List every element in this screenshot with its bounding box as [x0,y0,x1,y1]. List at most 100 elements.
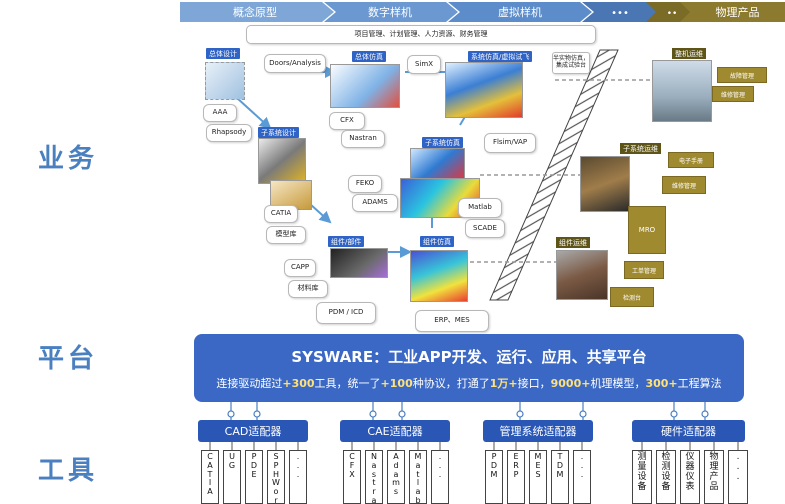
component-sim-image [410,250,468,302]
tool-char: P [513,469,519,479]
landing-gear-image [258,138,306,184]
aircraft-photo [652,60,712,122]
tool-hw-0: 测量设备 [632,450,652,504]
tool-char: r [274,495,278,504]
tool-char: s [371,469,377,479]
tool-cae-4: ... [431,450,449,504]
chevron-physical [680,2,785,22]
tool-char: M [490,469,498,479]
tool-char: E [513,452,519,461]
tool-char: P [273,460,279,470]
tool-char: 仪 [685,452,695,462]
tool-char: P [491,452,497,461]
tool-cae-1: Nastran [365,450,383,504]
tool-cad-3: SPHWorks [267,450,285,504]
tool-char: T [207,469,213,479]
ops-workorder: 工单管理 [624,261,664,279]
tool-char: 物 [709,452,719,462]
tool-char: A [207,487,213,497]
chevron-concept [180,2,334,22]
tag-sys-sim: 系统仿真/虚拟试飞 [468,51,533,62]
tool-char: R [513,460,519,470]
tool-char: d [393,460,399,470]
stage-digital: 数字样机 [368,5,412,19]
box-erp-mes: ERP、MES [415,310,489,332]
box-doors: Doors/Analysis [264,54,326,73]
tool-mgmt-4: ... [573,450,591,504]
tool-char: 器 [685,461,695,472]
box-semi-physical: 半实物仿真，集成试验台 [552,52,590,74]
tag-component-sim: 组件仿真 [420,236,454,247]
tool-char: S [273,452,279,461]
tool-char: o [273,487,279,497]
tool-char: 品 [709,481,719,492]
tool-char: . [438,452,442,461]
tool-char: I [208,478,212,488]
tool-char: . [438,469,442,479]
ops-fault: 故障管理 [717,67,767,83]
tool-char: 产 [709,471,719,482]
tool-char: 设 [637,471,647,482]
aircraft-sketch-image [205,62,245,100]
box-feko: FEKO [348,175,382,193]
chevron-virtual [448,2,592,22]
tool-char: C [349,452,355,461]
tool-char: t [372,478,376,488]
tool-char: a [371,495,377,504]
box-aaa: AAA [203,104,237,122]
tool-char: . [580,469,584,479]
ops-test-platform: 检测台 [610,287,654,307]
tool-char: s [393,487,399,497]
tag-subsys-design: 子系统设计 [258,127,299,138]
tool-char: a [415,460,421,470]
box-flsim: Flsim/VAP [484,133,536,153]
label-platform: 平台 [38,344,99,374]
tool-char: b [415,495,421,504]
platform-band: SYSWARE：工业APP开发、运行、应用、共享平台 连接驱动超过+300工具，… [194,334,744,402]
ops-component-tag: 组件运维 [556,237,590,248]
tag-overall-sim: 总体仿真 [352,51,386,62]
ops-repair: 维修管理 [662,176,706,194]
tool-char: T [557,452,563,461]
mgmt-bar: 项目管理、计划管理、人力资源、财务管理 [246,25,596,44]
stage-virtual: 虚拟样机 [498,5,542,19]
tool-char: E [251,469,257,479]
component-ops-photo [556,250,608,300]
tool-char: D [490,460,498,470]
tool-char: X [349,469,355,479]
tool-char: W [272,478,280,488]
adapter-cae: CAE适配器 [340,420,450,442]
stage-concept: 概念原型 [233,5,277,19]
tool-hw-1: 检测设备 [656,450,676,504]
tool-char: 备 [637,481,647,492]
tool-char: . [438,460,442,470]
chevron-digital [324,2,458,22]
box-adams: ADAMS [352,194,398,212]
adapter-connectors [209,402,739,450]
box-model-lib: 模型库 [266,226,306,244]
tool-cad-4: ... [289,450,307,504]
tool-char: m [392,478,400,488]
ops-manual: 电子手册 [668,152,714,168]
tool-char: H [272,469,279,479]
chevron-gold-dots: •• [667,9,678,19]
tool-char: A [393,452,399,461]
tool-char: . [296,469,300,479]
ops-mro: MRO [628,206,666,254]
tool-char: 设 [661,471,671,482]
box-catia: CATIA [264,205,298,223]
tag-subsys-sim: 子系统仿真 [422,137,463,148]
tool-char: . [296,460,300,470]
platform-subtitle: 连接驱动超过+300工具，统一了+100种协议，打通了1万+接口，9000+机理… [216,377,722,390]
tool-char: . [736,461,740,472]
tool-char: a [371,460,377,470]
tool-char: . [580,460,584,470]
